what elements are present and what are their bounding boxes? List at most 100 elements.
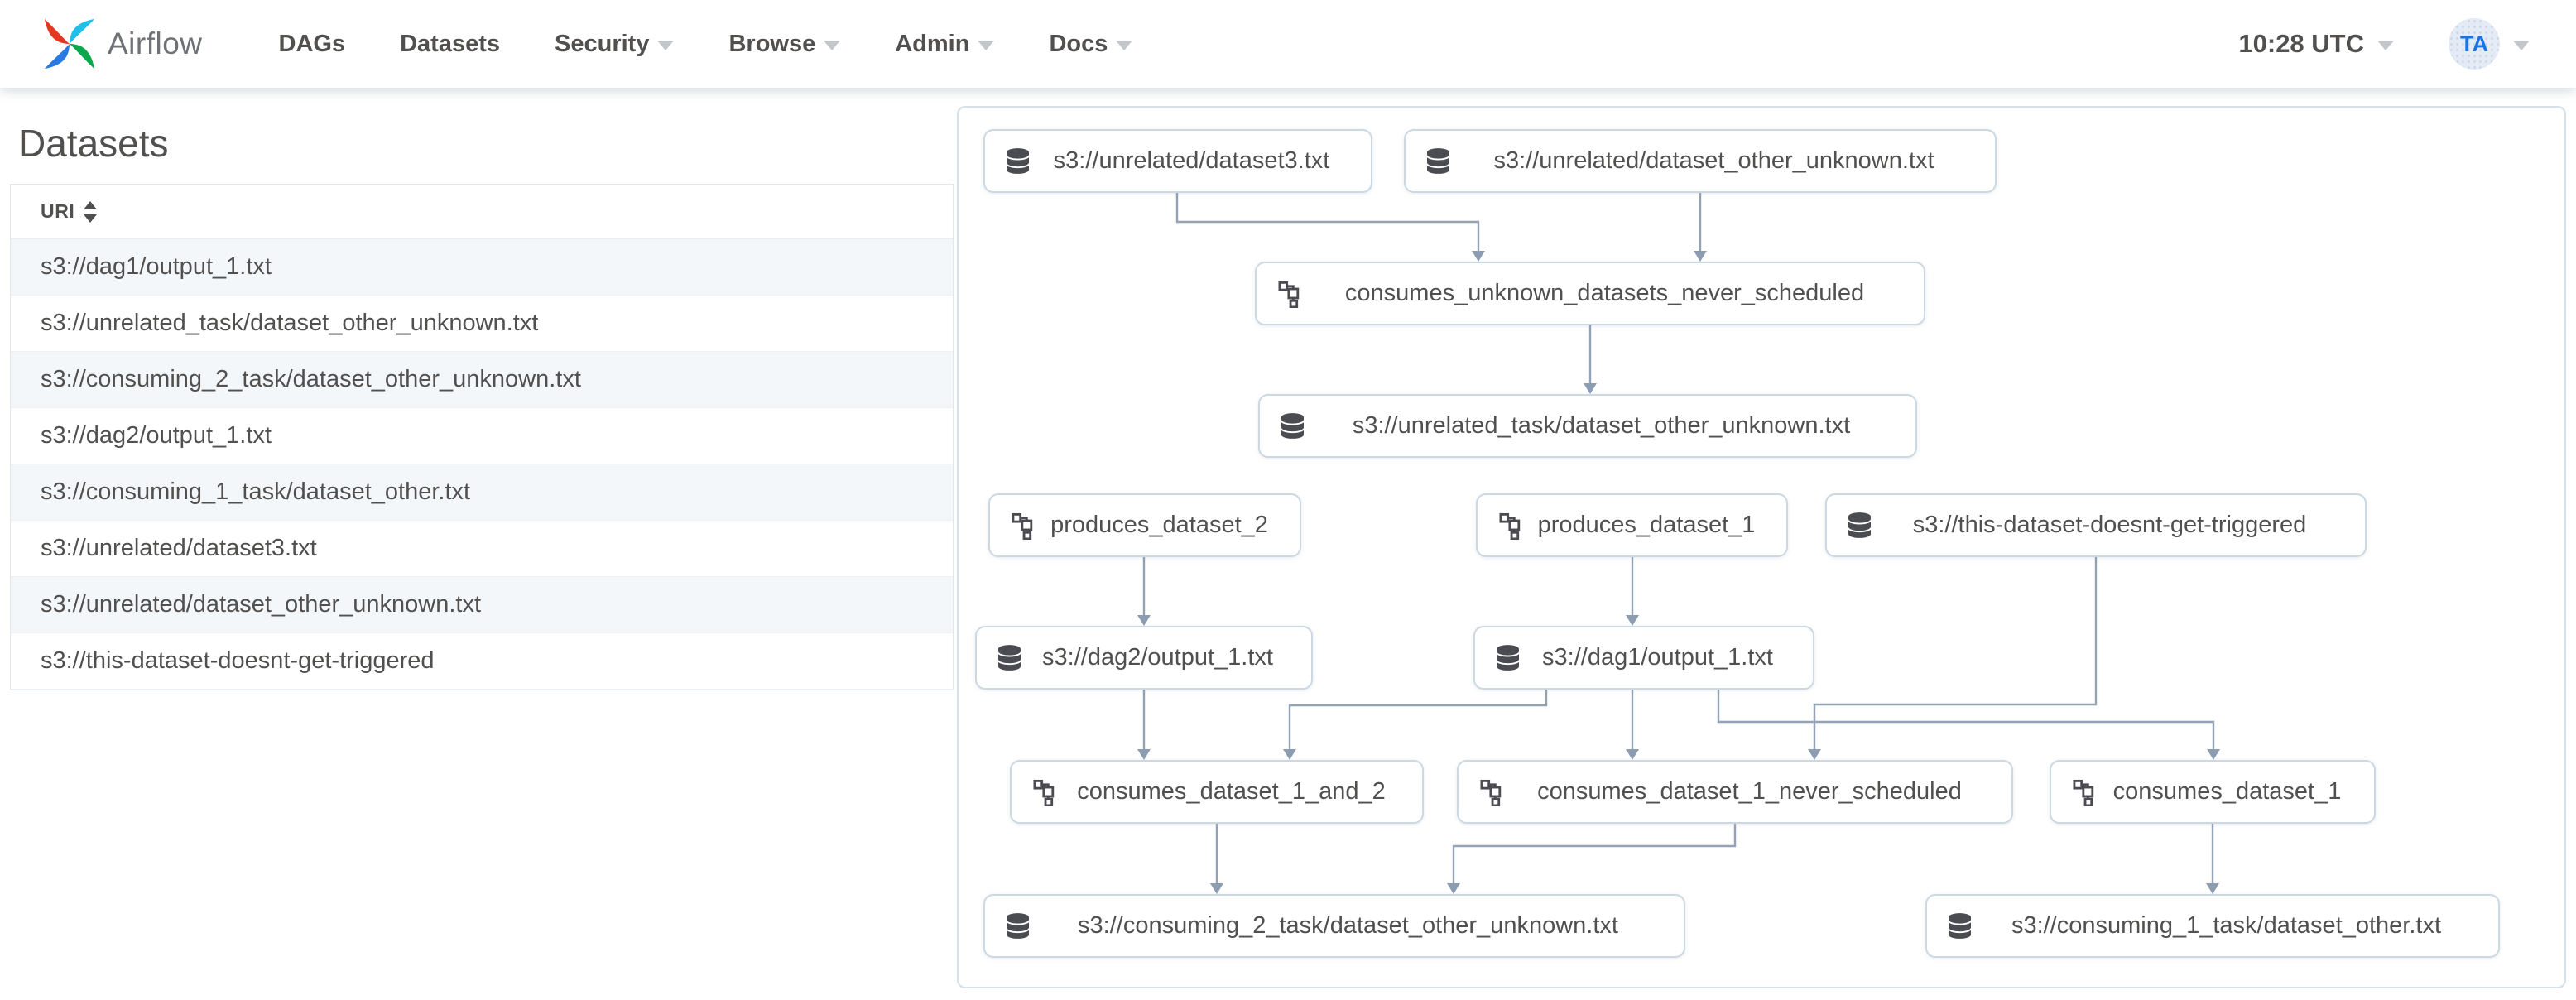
chevron-down-icon <box>2377 41 2394 50</box>
dag-icon <box>1499 512 1521 540</box>
dependency-graph-panel: s3://unrelated/dataset3.txt s3://unrelate… <box>957 106 2566 988</box>
dataset-icon <box>1007 913 1029 939</box>
dataset-node-s3-this-dataset-doesnt-get-triggered[interactable]: s3://this-dataset-doesnt-get-triggered <box>1825 493 2367 557</box>
arrowhead-icon <box>1472 251 1485 262</box>
arrowhead-icon <box>1808 749 1821 760</box>
node-label: produces_dataset_2 <box>1050 512 1268 538</box>
nav-item-label: Admin <box>895 30 970 57</box>
nav-item-label: Datasets <box>400 30 501 57</box>
arrowhead-icon <box>1447 883 1460 894</box>
arrowhead-icon <box>1584 383 1597 394</box>
airflow-logo-icon <box>45 19 94 69</box>
uri-cell: s3://unrelated/dataset_other_unknown.txt <box>41 591 482 618</box>
table-row[interactable]: s3://consuming_2_task/dataset_other_unkn… <box>11 352 953 408</box>
dataset-node-s3-unrelated-dataset3-txt[interactable]: s3://unrelated/dataset3.txt <box>983 129 1372 193</box>
table-row[interactable]: s3://unrelated/dataset3.txt <box>11 521 953 577</box>
uri-cell: s3://dag2/output_1.txt <box>41 422 272 449</box>
dag-node-consumes-dataset-1-and-2[interactable]: consumes_dataset_1_and_2 <box>1010 760 1424 824</box>
uri-cell: s3://consuming_2_task/dataset_other_unkn… <box>41 366 581 392</box>
dataset-node-s3-consuming-2-task-dataset-other-unknown-txt[interactable]: s3://consuming_2_task/dataset_other_unkn… <box>983 894 1685 958</box>
nav-item-label: Browse <box>728 30 816 57</box>
dataset-icon <box>1848 512 1871 538</box>
nav-menu: DAGs Datasets Security Browse Admin Docs <box>279 31 1133 58</box>
graph-edge <box>1288 690 1548 749</box>
table-row[interactable]: s3://unrelated_task/dataset_other_unknow… <box>11 296 953 352</box>
node-label: consumes_dataset_1 <box>2112 778 2342 805</box>
chevron-down-icon <box>2513 41 2530 50</box>
arrowhead-icon <box>1210 883 1223 894</box>
table-header-row: URI <box>11 185 953 239</box>
node-label: produces_dataset_1 <box>1537 512 1756 538</box>
node-label: consumes_dataset_1_and_2 <box>1077 778 1386 805</box>
nav-item-admin[interactable]: Admin <box>895 30 995 58</box>
clock-dropdown[interactable]: 10:28 UTC <box>2238 29 2394 59</box>
dag-node-consumes-dataset-1-never-scheduled[interactable]: consumes_dataset_1_never_scheduled <box>1457 760 2013 824</box>
nav-item-datasets[interactable]: Datasets <box>400 31 500 58</box>
user-menu[interactable]: TA <box>2449 18 2530 70</box>
node-label: s3://dag1/output_1.txt <box>1542 644 1773 671</box>
dataset-node-s3-unrelated-dataset-other-unknown-txt[interactable]: s3://unrelated/dataset_other_unknown.txt <box>1404 129 1997 193</box>
arrowhead-icon <box>1283 749 1296 760</box>
table-row[interactable]: s3://dag2/output_1.txt <box>11 408 953 464</box>
dataset-node-s3-consuming-1-task-dataset-other-txt[interactable]: s3://consuming_1_task/dataset_other.txt <box>1925 894 2500 958</box>
dag-icon <box>2073 779 2094 806</box>
dag-node-produces-dataset-1[interactable]: produces_dataset_1 <box>1476 493 1788 557</box>
dag-node-produces-dataset-2[interactable]: produces_dataset_2 <box>988 493 1301 557</box>
uri-cell: s3://unrelated/dataset3.txt <box>41 535 317 561</box>
dag-node-consumes-dataset-1[interactable]: consumes_dataset_1 <box>2050 760 2376 824</box>
dag-icon <box>1033 779 1055 806</box>
dataset-node-s3-dag1-output-1-txt[interactable]: s3://dag1/output_1.txt <box>1473 626 1814 690</box>
uri-cell: s3://unrelated_task/dataset_other_unknow… <box>41 310 539 336</box>
dataset-icon <box>998 645 1021 671</box>
arrowhead-icon <box>1694 251 1707 262</box>
arrowhead-icon <box>2207 749 2220 760</box>
nav-item-security[interactable]: Security <box>555 30 675 58</box>
avatar: TA <box>2449 18 2500 70</box>
dag-icon <box>1012 512 1033 540</box>
node-label: consumes_dataset_1_never_scheduled <box>1537 778 1962 805</box>
graph-edge <box>1717 690 2215 749</box>
node-label: s3://unrelated/dataset3.txt <box>1053 147 1330 174</box>
uri-cell: s3://consuming_1_task/dataset_other.txt <box>41 478 471 505</box>
dataset-node-s3-dag2-output-1-txt[interactable]: s3://dag2/output_1.txt <box>975 626 1313 690</box>
table-row[interactable]: s3://unrelated/dataset_other_unknown.txt <box>11 577 953 633</box>
graph-edge <box>1452 824 1737 883</box>
dataset-node-s3-unrelated-task-dataset-other-unknown-txt[interactable]: s3://unrelated_task/dataset_other_unknow… <box>1258 394 1917 458</box>
datasets-list-panel: Datasets URI s3://dag1/output_1.txt s3://… <box>10 106 954 690</box>
node-label: consumes_unknown_datasets_never_schedule… <box>1344 280 1865 306</box>
nav-item-browse[interactable]: Browse <box>728 30 841 58</box>
table-row[interactable]: s3://consuming_1_task/dataset_other.txt <box>11 464 953 521</box>
sort-icon <box>84 200 98 223</box>
chevron-down-icon <box>657 41 675 50</box>
nav-item-dags[interactable]: DAGs <box>279 31 346 58</box>
dataset-icon <box>1281 413 1304 439</box>
nav-item-label: Security <box>555 30 650 57</box>
nav-item-label: Docs <box>1049 30 1108 57</box>
clock-label: 10:28 UTC <box>2238 29 2364 58</box>
table-row[interactable]: s3://this-dataset-doesnt-get-triggered <box>11 633 953 690</box>
table-row[interactable]: s3://dag1/output_1.txt <box>11 239 953 296</box>
dataset-icon <box>1949 913 1971 939</box>
arrowhead-icon <box>2206 883 2219 894</box>
node-label: s3://consuming_2_task/dataset_other_unkn… <box>1078 912 1618 939</box>
node-label: s3://this-dataset-doesnt-get-triggered <box>1912 512 2307 538</box>
node-label: s3://consuming_1_task/dataset_other.txt <box>2011 912 2442 939</box>
chevron-down-icon <box>1116 41 1133 50</box>
uri-cell: s3://dag1/output_1.txt <box>41 253 272 280</box>
node-label: s3://unrelated/dataset_other_unknown.txt <box>1493 147 1934 174</box>
uri-cell: s3://this-dataset-doesnt-get-triggered <box>41 647 435 674</box>
datasets-table: URI s3://dag1/output_1.txt s3://unrelated… <box>10 184 954 690</box>
arrowhead-icon <box>1626 749 1639 760</box>
airflow-brand[interactable]: Airflow <box>43 17 203 70</box>
dataset-icon <box>1427 148 1449 174</box>
dag-node-consumes-unknown-datasets-never-scheduled[interactable]: consumes_unknown_datasets_never_schedule… <box>1255 262 1925 325</box>
nav-item-docs[interactable]: Docs <box>1049 30 1133 58</box>
dag-icon <box>1480 779 1502 806</box>
dag-icon <box>1278 281 1300 308</box>
node-label: s3://dag2/output_1.txt <box>1042 644 1273 671</box>
page-title: Datasets <box>18 122 169 165</box>
graph-edge <box>1175 193 1480 251</box>
column-header-uri[interactable]: URI <box>41 200 98 223</box>
arrowhead-icon <box>1626 615 1639 626</box>
